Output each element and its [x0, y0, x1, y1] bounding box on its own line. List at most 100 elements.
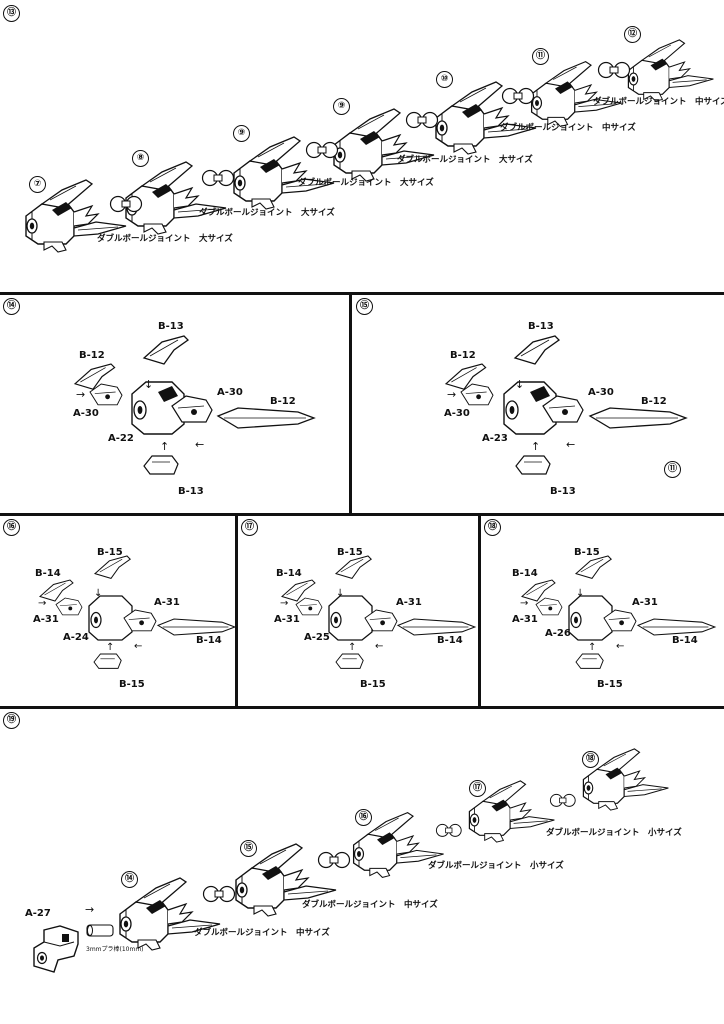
label-left: B-12: [450, 350, 476, 361]
label-bottom: B-13: [550, 486, 576, 497]
label-core: A-25: [304, 632, 330, 643]
label-top: B-13: [158, 321, 184, 332]
label-mid: A-31: [396, 597, 422, 608]
joint-label: ダブルボールジョイント 大サイズ: [199, 208, 335, 218]
step-13-number: ⑬: [3, 5, 20, 22]
part-a26-core: [568, 595, 613, 641]
part-b15-bottom: [335, 653, 364, 669]
label-left: B-12: [79, 350, 105, 361]
ball-joint-icon: [435, 823, 462, 837]
part-b13-bottom: [143, 455, 179, 475]
part-b12-right: [589, 407, 687, 429]
part-a30-mid: [171, 395, 213, 423]
ball-joint-icon: [405, 111, 439, 129]
label-core: A-23: [482, 433, 508, 444]
ball-joint-icon: [597, 61, 631, 79]
joint-label: ダブルボールジョイント 中サイズ: [500, 123, 636, 133]
label-mid: A-30: [588, 387, 614, 398]
arrow-down-icon: ↓: [515, 378, 525, 391]
label-right: B-14: [196, 635, 222, 646]
segment-16: [352, 811, 445, 879]
part-b15-bottom: [575, 653, 604, 669]
label-left: B-14: [35, 568, 61, 579]
part-a31-mid: [603, 609, 637, 632]
divider: [478, 513, 481, 709]
arrow-right-icon: →: [280, 598, 289, 609]
part-a24-core: [88, 595, 133, 641]
arrow-left-icon: ←: [195, 438, 205, 451]
part-number-7: ⑦: [29, 176, 46, 193]
label-left-bottom: A-31: [512, 614, 538, 625]
part-b13-top: [514, 335, 560, 365]
joint-label: ダブルボールジョイント 大サイズ: [97, 234, 233, 244]
part-b13-top: [143, 335, 189, 365]
step-18-number: ⑱: [484, 519, 501, 536]
part-number-15: ⑮: [240, 840, 257, 857]
part-number-10: ⑩: [436, 71, 453, 88]
arrow-down-icon: ↓: [144, 378, 154, 391]
part-a30-mid: [542, 395, 584, 423]
arrow-left-icon: ←: [375, 641, 384, 652]
label-mid: A-30: [217, 387, 243, 398]
joint-label: ダブルボールジョイント 小サイズ: [428, 861, 564, 871]
arrow-up-icon: ↑: [106, 642, 115, 653]
ball-joint-icon: [549, 793, 576, 807]
label-left-bottom: A-30: [444, 408, 470, 419]
arrow-right-icon: →: [447, 388, 457, 401]
part-number-17: ⑰: [469, 780, 486, 797]
label-core: A-22: [108, 433, 134, 444]
label-left-bottom: A-30: [73, 408, 99, 419]
arrow-up-icon: ↑: [160, 440, 170, 453]
arrow-down-icon: ↓: [576, 588, 585, 599]
label-right: B-14: [437, 635, 463, 646]
ball-joint-icon: [501, 87, 535, 105]
part-number-11: ⑪: [532, 48, 549, 65]
plastic-rod: [86, 924, 114, 937]
arrow-down-icon: ↓: [336, 588, 345, 599]
label-left-bottom: A-31: [274, 614, 300, 625]
ball-joint-icon: [201, 169, 235, 187]
label-bottom: B-15: [597, 679, 623, 690]
part-a25-core: [328, 595, 373, 641]
label-rod: 3mmプラ棒(10mm): [86, 946, 144, 953]
part-b13-bottom: [515, 455, 551, 475]
arrow-up-icon: ↑: [348, 642, 357, 653]
label-top: B-15: [97, 547, 123, 558]
label-left: B-14: [512, 568, 538, 579]
part-number-14: ⑭: [121, 871, 138, 888]
joint-label: ダブルボールジョイント 大サイズ: [397, 155, 533, 165]
label-bottom: B-13: [178, 486, 204, 497]
ball-joint-icon: [317, 851, 351, 869]
arrow-left-icon: ←: [616, 641, 625, 652]
arrow-left-icon: ←: [134, 641, 143, 652]
divider: [0, 706, 724, 709]
label-bottom: B-15: [360, 679, 386, 690]
part-a27-base: [33, 925, 79, 973]
part-number-12: ⑫: [624, 26, 641, 43]
label-right: B-14: [672, 635, 698, 646]
joint-label: ダブルボールジョイント 大サイズ: [298, 178, 434, 188]
ball-joint-icon: [305, 141, 339, 159]
arrow-left-icon: ←: [566, 438, 576, 451]
divider: [0, 513, 724, 516]
arrow-right-icon: →: [520, 598, 529, 609]
step-17-number: ⑰: [241, 519, 258, 536]
label-top: B-13: [528, 321, 554, 332]
divider: [235, 513, 238, 709]
label-bottom: B-15: [119, 679, 145, 690]
ball-joint-icon: [109, 195, 143, 213]
arrow-right-icon: →: [76, 388, 86, 401]
arrow-up-icon: ↑: [531, 440, 541, 453]
joint-label: ダブルボールジョイント 中サイズ: [194, 928, 330, 938]
label-left-bottom: A-31: [33, 614, 59, 625]
label-mid: A-31: [632, 597, 658, 608]
label-left: B-14: [276, 568, 302, 579]
part-a23-core: [503, 381, 557, 435]
divider: [0, 292, 724, 295]
part-a31-mid: [364, 609, 398, 632]
joint-label: ダブルボールジョイント 小サイズ: [546, 828, 682, 838]
part-b15-top: [94, 555, 131, 579]
part-a22-core: [131, 381, 185, 435]
part-number-18: ⑱: [582, 751, 599, 768]
part-number-16: ⑯: [355, 809, 372, 826]
